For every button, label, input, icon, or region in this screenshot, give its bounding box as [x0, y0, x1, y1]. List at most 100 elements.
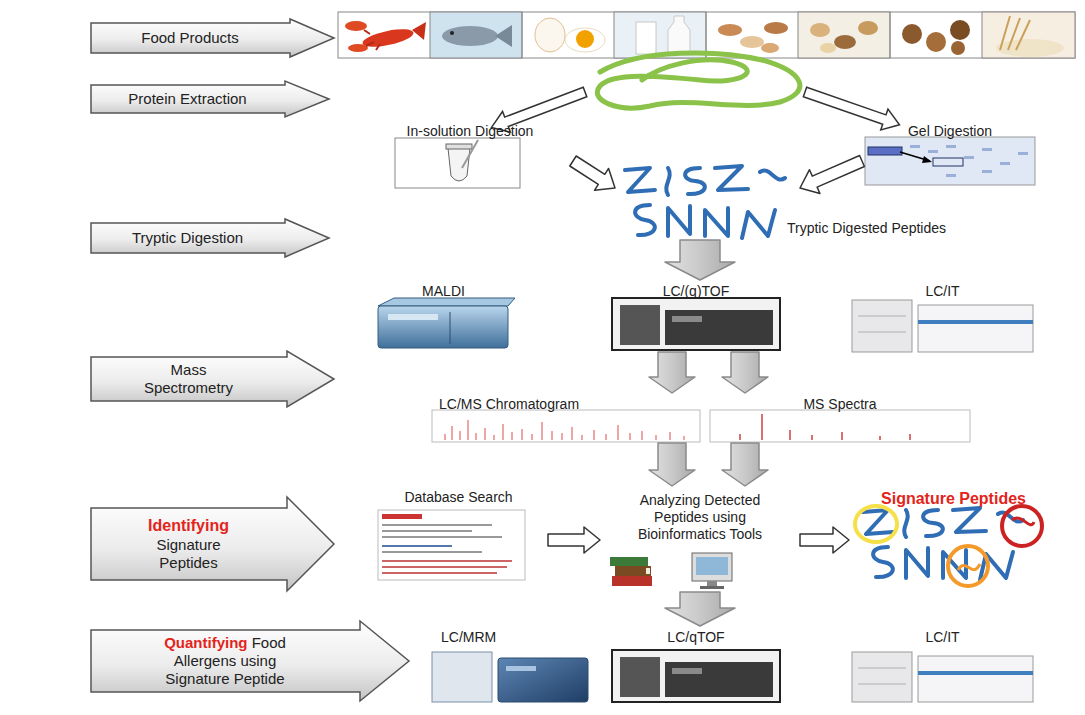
label-text: LC/qTOF	[609, 629, 783, 646]
maldi-instrument-part	[450, 312, 451, 344]
arrow-shape	[91, 351, 334, 407]
arrow-body	[722, 443, 768, 486]
book-icon-part	[646, 568, 650, 574]
flow-arrow	[800, 156, 864, 194]
ion-trap-instrument	[852, 652, 1033, 702]
food-photo-strip-part	[348, 44, 368, 52]
gel-picture-part	[868, 147, 902, 155]
qtof-instrument-part	[665, 310, 773, 345]
split-arrows	[488, 82, 903, 138]
qtof-instrument-part	[672, 316, 702, 322]
peptide-group: Tryptic Digested Peptides	[615, 160, 800, 240]
chromatogram-chart	[432, 410, 700, 442]
text-holder: Analyzing Detected Peptides using Bioinf…	[600, 486, 800, 542]
text-holder: LC/IT	[847, 280, 1038, 300]
arrow-body	[570, 156, 615, 190]
label-text: MALDI	[369, 283, 518, 300]
ms-spectrum-chart	[710, 410, 970, 442]
arrow-body	[649, 352, 695, 393]
arrow-shape	[91, 621, 409, 701]
text-block: QuantifyingFood Allergens using Signatur…	[150, 634, 300, 688]
label-text: In-solution Digestion	[367, 123, 573, 140]
step-arrow: Protein Extraction	[90, 80, 330, 118]
protein-strand	[597, 53, 800, 108]
signature-peptide-squiggles-part	[863, 508, 1023, 580]
protein-strand-part	[597, 53, 800, 108]
computer-icon-part	[696, 557, 728, 575]
arrow-shape	[91, 219, 329, 257]
food-photo-strip-part	[902, 24, 922, 44]
label-text: LC/IT	[847, 629, 1038, 646]
ion-trap-instrument-part	[858, 684, 906, 685]
database-screenshot-part	[382, 545, 452, 547]
food-photo-strip-part	[982, 12, 1075, 58]
computer-icon-part	[700, 586, 724, 589]
text-holder: IdentifyingSignature Peptides	[90, 496, 287, 592]
label-text: LC/MS Chromatogram	[439, 396, 703, 413]
label-text: LC/(q)TOF	[609, 283, 783, 300]
label-text: Food Products	[141, 29, 239, 47]
database-screenshot-part	[382, 566, 507, 568]
arrow-body	[665, 240, 735, 280]
figure-caption-box: Gel Digestion	[862, 120, 1038, 190]
ion-trap-instrument-part	[852, 300, 912, 352]
qtof-instrument-part	[612, 650, 780, 702]
figure-caption-box: LC/MS Chromatogram	[429, 393, 703, 443]
step-arrow: Mass Spectrometry	[90, 350, 335, 408]
computer-icon	[692, 553, 732, 589]
food-photo-strip-part	[576, 30, 594, 48]
food-photo-strip-part	[450, 31, 454, 35]
label-text: Signature Peptides	[134, 536, 244, 572]
book-icon	[610, 557, 652, 586]
qtof-instrument-part	[672, 668, 702, 674]
food-photo-strip-part	[430, 12, 522, 58]
arrow-shape	[91, 81, 329, 117]
text-block: Protein Extraction	[128, 90, 246, 108]
label-text: Mass Spectrometry	[134, 361, 244, 397]
text-holder: Database Search	[369, 486, 548, 506]
database-screenshot-part	[382, 530, 472, 532]
step-arrow: Tryptic Digestion	[90, 218, 330, 258]
text-holder: LC/(q)TOF	[609, 280, 783, 300]
food-photo-strip-part	[361, 26, 415, 51]
arrow-shape	[91, 497, 334, 591]
food-photo-strip-part	[810, 23, 830, 37]
figure-caption-box: LC/(q)TOF	[609, 280, 783, 352]
text-holder: MALDI	[369, 280, 518, 300]
signature-highlights	[855, 506, 1042, 586]
food-photo-strip-part	[761, 43, 779, 53]
tube-picture-part	[448, 148, 470, 181]
database-screenshot-part	[382, 514, 422, 519]
food-photo-strip-part	[522, 12, 523, 58]
ion-trap-instrument-part	[858, 332, 906, 333]
label-text: LC/MRM	[441, 629, 593, 646]
tube-picture-part	[395, 138, 520, 188]
flow-arrow	[800, 527, 849, 553]
flow-arrow	[665, 240, 735, 280]
food-photo-strip-part	[890, 12, 891, 58]
label-text: LC/IT	[847, 283, 1038, 300]
flow-arrow	[665, 592, 735, 626]
gel-picture-part	[933, 158, 963, 166]
food-photo-strip-part	[668, 16, 690, 54]
food-photo-strip-part	[996, 39, 1064, 57]
text-holder: LC/MRM	[429, 626, 593, 646]
food-photo-strip-part	[950, 20, 970, 40]
qtof-instrument-part	[665, 662, 773, 697]
ms-spectrum-chart-part	[710, 410, 970, 442]
flow-arrow	[548, 527, 600, 553]
gel-picture-part	[865, 137, 1035, 185]
maldi-instrument-part	[378, 298, 515, 306]
flow-arrow	[649, 352, 695, 393]
peptide-squiggles-part	[625, 166, 785, 238]
arrow-body	[548, 527, 600, 553]
text-holder: LC/IT	[847, 626, 1038, 646]
signature-highlights-part	[855, 506, 897, 542]
maldi-instrument-part	[378, 306, 508, 348]
signature-highlights-part	[1012, 518, 1034, 525]
mrm-instrument-part	[498, 658, 588, 702]
text-holder: LC/MS Chromatogram	[429, 393, 703, 413]
gel-picture-part	[928, 150, 938, 153]
figure-caption-box: LC/qTOF	[609, 626, 783, 706]
